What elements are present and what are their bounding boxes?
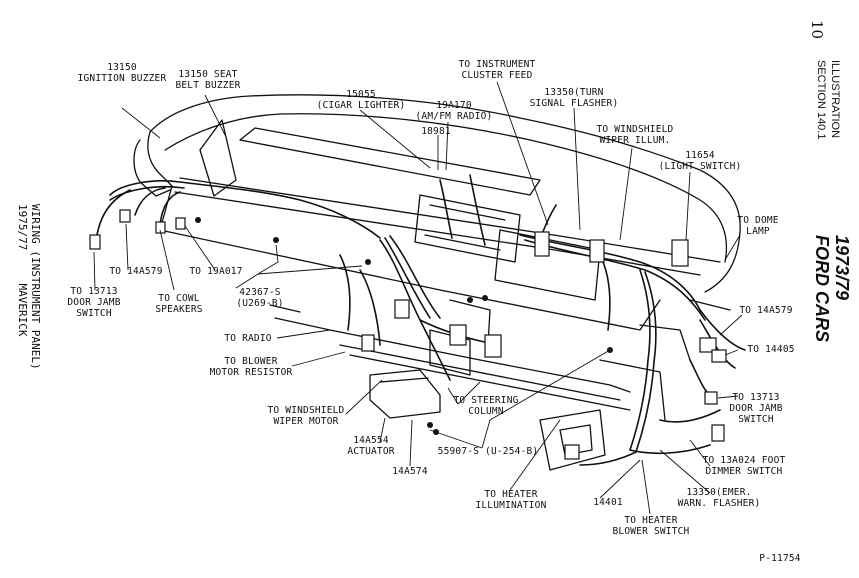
label-14a574: 14A574 bbox=[392, 466, 428, 477]
harness-right bbox=[519, 234, 701, 311]
label-light-switch: 11654(LIGHT SWITCH) bbox=[658, 150, 742, 172]
label-p-number: P-11754 bbox=[759, 553, 801, 564]
label-emer-flasher: 13350(EMER.WARN. FLASHER) bbox=[677, 487, 761, 509]
heater-control-bracket bbox=[539, 409, 606, 471]
panel-top-inner bbox=[164, 113, 728, 263]
actuator-box bbox=[369, 369, 441, 419]
radio-housing bbox=[414, 194, 521, 263]
label-55907: 55907-S (U-254-B) bbox=[437, 446, 539, 457]
label-18981: 18981 bbox=[421, 126, 451, 137]
label-to-14405: TO 14405 bbox=[747, 344, 795, 355]
label-to-14a579-right: TO 14A579 bbox=[739, 305, 793, 316]
connector-radio bbox=[361, 334, 375, 352]
connector-light-switch bbox=[671, 239, 689, 267]
label-14401: 14401 bbox=[593, 497, 623, 508]
label-to-14a579-left: TO 14A579 bbox=[109, 266, 163, 277]
panel-lower-face bbox=[159, 185, 661, 331]
harness-left-main bbox=[109, 180, 381, 239]
label-cigar-lighter: 15055(CIGAR LIGHTER) bbox=[316, 89, 406, 111]
page-number: 10 bbox=[808, 20, 826, 40]
connector-door-jamb-right bbox=[704, 391, 718, 405]
panel-top-outline bbox=[149, 94, 741, 293]
section-header: ILLUSTRATION SECTION 140.1 bbox=[815, 60, 841, 140]
connector-left-door bbox=[89, 234, 101, 250]
diagram-caption: WIRING (INSTRUMENT PANEL) 1975/77 MAVERI… bbox=[16, 204, 42, 370]
label-to-19a017: TO 19A017 bbox=[189, 266, 243, 277]
harness-center bbox=[379, 239, 451, 381]
label-to-radio: TO RADIO bbox=[224, 333, 272, 344]
label-42367: 42367-S(U269-B) bbox=[236, 287, 284, 309]
label-am-fm-radio: 19A170(AM/FM RADIO) bbox=[415, 100, 493, 122]
connector-cluster bbox=[534, 231, 550, 257]
